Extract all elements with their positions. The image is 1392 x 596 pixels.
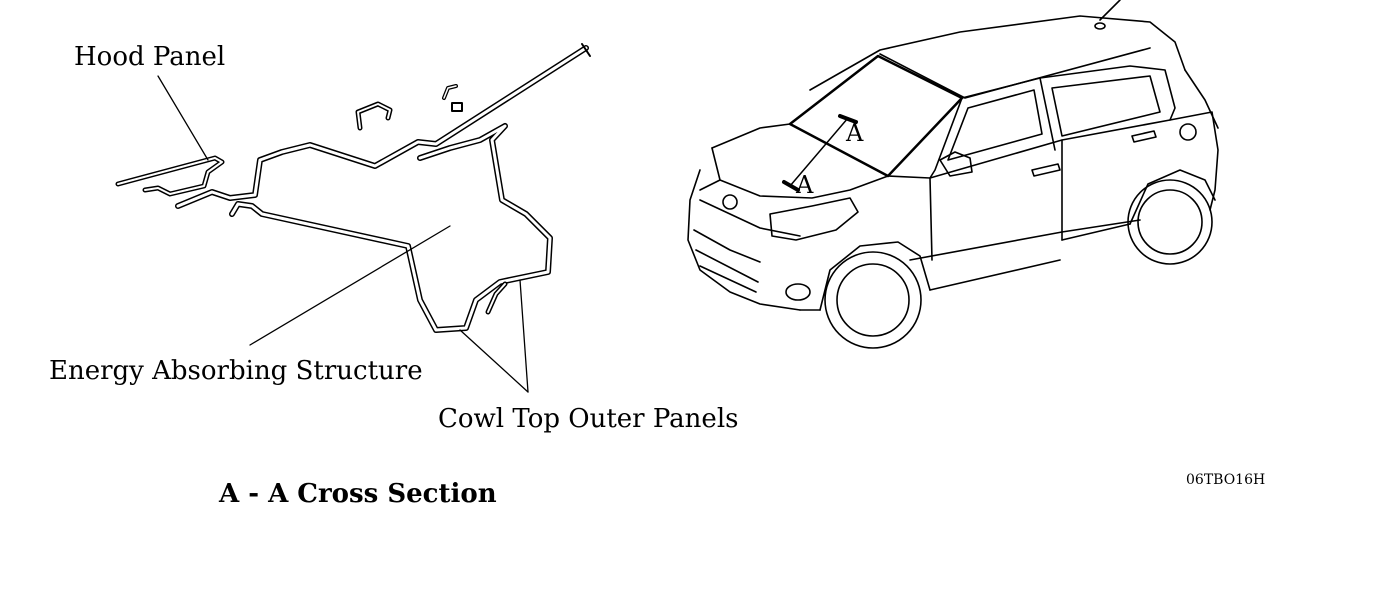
cowl-top-outer-panel-shape (229, 123, 553, 333)
energy-absorbing-structure-label: Energy Absorbing Structure (49, 356, 423, 386)
section-mark-upper: A (845, 119, 864, 147)
leader-lines (157, 75, 529, 393)
clip-brackets (355, 84, 463, 131)
section-mark-lower: A (795, 171, 814, 199)
vehicle-drawing (687, 0, 1219, 349)
hood-panel-label: Hood Panel (74, 42, 226, 72)
upper-cowl-line (175, 43, 591, 209)
cowl-top-outer-panels-label: Cowl Top Outer Panels (438, 404, 739, 434)
section-line-a-a (782, 114, 858, 192)
figure-code: 06TBO16H (1186, 472, 1266, 488)
hood-panel-shape (115, 155, 225, 197)
cross-section-title: A - A Cross Section (219, 479, 497, 509)
